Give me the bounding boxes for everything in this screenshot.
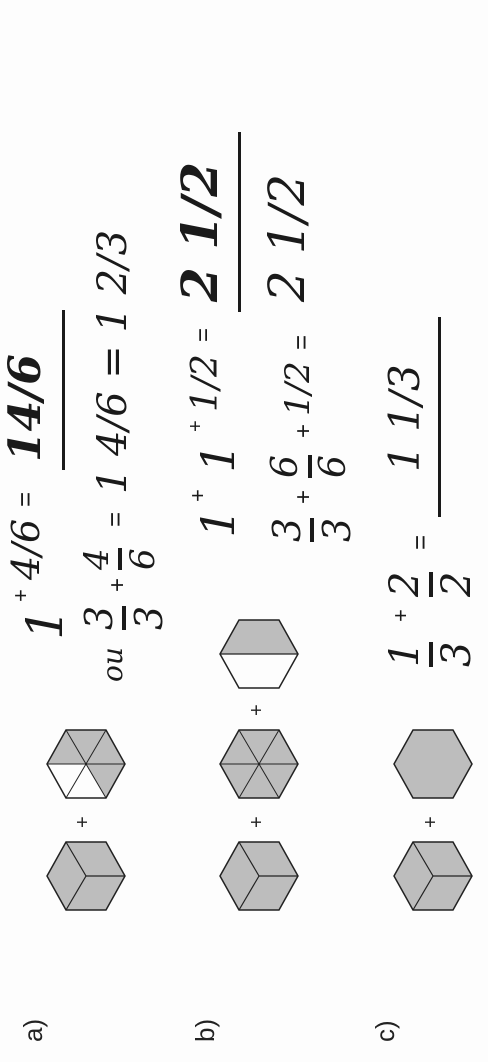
row-a-work-prefix: ou (96, 647, 129, 682)
row-b-cube-shape (219, 841, 299, 911)
row-b-work-result: 2 1/2 (258, 173, 316, 302)
row-a-work-equals: = (100, 511, 130, 527)
row-c-answer: 1 1/3 (380, 364, 429, 472)
row-c-addend1: 1 3 (382, 641, 480, 667)
row-c-addend2: 2 2 (382, 571, 480, 597)
row-b-answer: 2 1/2 (170, 161, 229, 302)
row-b-addend1: 1 (191, 508, 245, 538)
row-b-answer-line (238, 132, 241, 312)
row-b-shape-plus: + (246, 816, 268, 828)
row-b-work-plus: + (290, 489, 317, 504)
row-b-work-plus-2: + (290, 423, 317, 438)
row-a-work-frac2: 4 6 (77, 548, 163, 570)
row-b-work-frac3: 1/2 (278, 361, 318, 416)
row-a-shape-plus: + (72, 816, 94, 828)
row-b-shape-plus-2: + (246, 704, 268, 716)
row-a-label: a) (18, 1018, 48, 1042)
row-b-addend3: 1/2 (185, 354, 226, 412)
row-a-cube-shape (46, 841, 126, 911)
row-b-work-equals: = (286, 334, 316, 350)
row-c-eq-equals: = (405, 534, 435, 550)
row-a-work-frac1: 3 3 (77, 605, 171, 630)
row-b-label: b) (190, 1018, 220, 1042)
row-a-answer-line (62, 310, 65, 470)
row-b-eq-equals: = (190, 327, 217, 342)
row-b-hexagon-sixths-shape (219, 729, 299, 799)
row-a-work-plus: + (104, 577, 131, 592)
row-a-eq-plus: + (8, 589, 33, 602)
row-b-eq-plus: + (185, 489, 210, 502)
row-c-cube-shape (393, 841, 473, 911)
row-b-work-frac2: 6 6 (265, 455, 354, 478)
row-c-eq-plus: + (388, 609, 413, 622)
row-c-label: c) (370, 1020, 400, 1042)
row-a-eq-equals: = (10, 491, 40, 507)
row-b-work-frac1: 3 3 (265, 517, 359, 542)
row-c-answer-line (438, 317, 441, 517)
row-a-hexagon-sixths-shape (46, 729, 126, 799)
row-a-addend2: 4/6 (4, 518, 48, 580)
row-c-hexagon-whole-shape (393, 729, 473, 799)
row-a-work-result: 1 4/6 = 1 2/3 (90, 229, 136, 494)
row-c-shape-plus: + (420, 816, 442, 828)
row-b-hexagon-half-shape (219, 619, 299, 689)
row-b-addend2: 1 (191, 443, 245, 473)
row-a-answer: 14/6 (0, 354, 51, 462)
row-a-addend1: 1 (16, 608, 74, 640)
row-b-eq-plus-2: + (185, 420, 207, 432)
